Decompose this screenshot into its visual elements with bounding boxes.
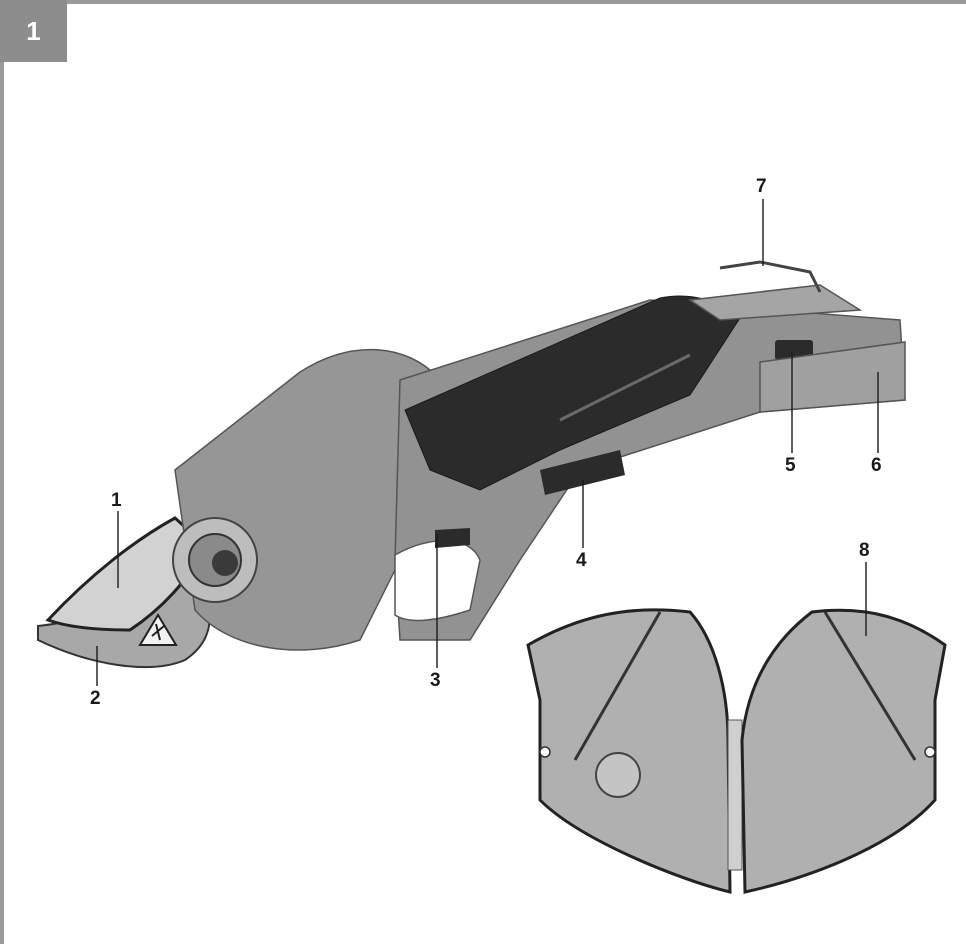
callout-4: 4: [576, 550, 587, 571]
warning-label-icon: [138, 613, 178, 646]
cover-illustration: [526, 608, 947, 894]
end-cap: [759, 341, 906, 413]
callout-6: 6: [871, 455, 882, 476]
callout-5: 5: [785, 455, 796, 476]
frame-border-left: [0, 0, 4, 944]
callout-2: 2: [90, 688, 101, 709]
safety-switch: [540, 450, 625, 495]
pivot-bolt-icon: [172, 517, 258, 603]
cover-hinge: [727, 719, 743, 871]
frame-border-top: [0, 0, 966, 4]
pruner-illustration: [37, 260, 906, 669]
trigger: [435, 528, 470, 548]
callout-7: 7: [756, 176, 767, 197]
callout-8: 8: [859, 540, 870, 561]
callout-1: 1: [111, 490, 122, 511]
callout-leader-lines: [96, 199, 879, 686]
cover-right-half: [740, 608, 947, 894]
callout-3: 3: [430, 670, 441, 691]
cover-left-half: [526, 608, 732, 894]
figure-number-badge: 1: [0, 0, 67, 62]
belt-clip: [687, 284, 863, 321]
belt-clip-wire: [719, 260, 822, 293]
charging-indicator: [775, 340, 813, 360]
